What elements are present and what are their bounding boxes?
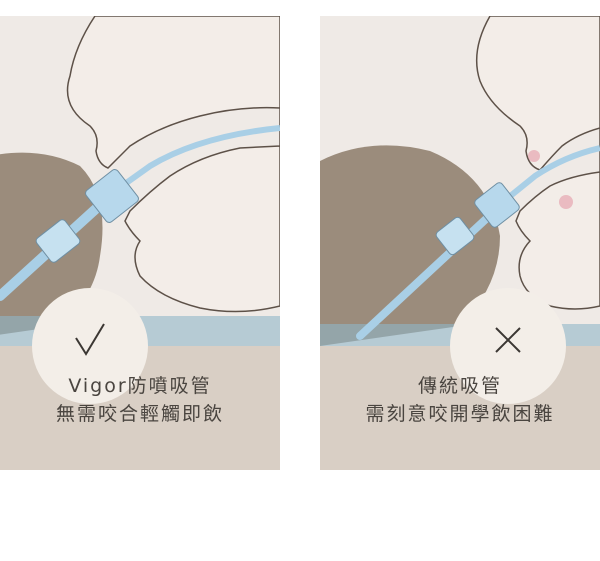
panel-vigor-straw: Vigor防噴吸管 無需咬合輕觸即飲 (0, 16, 280, 470)
caption: 傳統吸管 需刻意咬開學飲困難 (320, 372, 600, 428)
caption-subtitle: 無需咬合輕觸即飲 (55, 403, 224, 425)
caption: Vigor防噴吸管 無需咬合輕觸即飲 (0, 372, 280, 428)
illustration-traditional-straw (320, 16, 600, 346)
status-badge (32, 288, 148, 404)
caption-subtitle: 需刻意咬開學飲困難 (365, 403, 555, 425)
caption-title: Vigor防噴吸管 (68, 375, 212, 397)
cross-icon (495, 327, 521, 353)
panel-traditional-straw: 傳統吸管 需刻意咬開學飲困難 (320, 16, 600, 470)
illustration-vigor-straw (0, 16, 280, 346)
caption-title: 傳統吸管 (417, 375, 502, 397)
status-badge (450, 288, 566, 404)
checkmark-icon (75, 323, 105, 356)
